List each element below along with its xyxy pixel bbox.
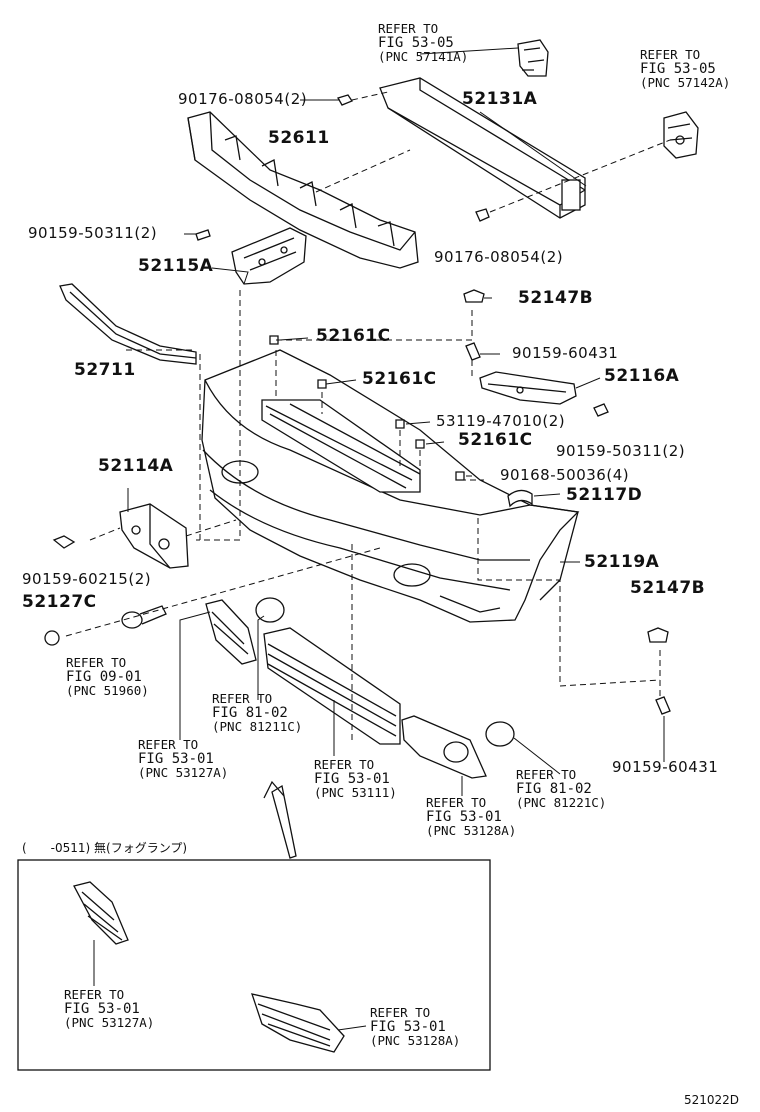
ref-pnc: (PNC 53128A) [370,1033,461,1048]
bumper-cover-drawing [201,349,580,623]
bracket-right-drawing [663,111,699,159]
label-52147b-right: 52147B [630,578,706,598]
screw-drawing [269,335,671,715]
label-52161c-2: 52161C [362,369,437,389]
energy-absorber-drawing [187,111,419,269]
ref-line: REFER TO [138,737,199,752]
inset-cover-left-drawing [73,881,129,945]
license-bracket-drawing [119,503,189,569]
inset-frame [17,859,491,1071]
ref-fig: FIG 53-05 [378,35,454,51]
ref-fig: FIG 53-01 [138,751,214,767]
ref-pnc: (PNC 53127A) [64,1015,155,1030]
label-90168-50036: 90168-50036(4) [500,466,630,484]
bracket-left-drawing [517,39,549,77]
bumper-reinforcement-drawing [379,77,586,219]
label-90159-60431-top: 90159-60431 [512,344,619,362]
inset-applicability-note: ( -0511) 無(フォグランプ) [22,841,188,855]
diagram-code: 521022D [684,1093,740,1107]
dashed-leaders [65,91,671,740]
ref-line: REFER TO [64,987,125,1002]
ref-fig: FIG 53-01 [426,809,502,825]
label-53119-47010: 53119-47010(2) [436,412,566,430]
ref-line: REFER TO [66,655,127,670]
moulding-drawing [59,283,197,365]
ref-pnc: (PNC 53128A) [426,823,517,838]
label-52116a: 52116A [604,366,680,386]
tow-hook-drawing [121,605,167,629]
fog-cover-left-drawing [205,599,257,665]
ref-pnc: (PNC 57141A) [378,49,469,64]
label-90159-60215: 90159-60215(2) [22,570,152,588]
ref-pnc: (PNC 51960) [66,683,149,698]
ref-fig: FIG 53-05 [640,61,716,77]
clip-52147b-drawing [463,289,669,643]
cap-52127c-drawing [44,630,60,646]
side-retainer-right-drawing [479,371,577,405]
ref-pnc: (PNC 53111) [314,785,397,800]
ref-line: REFER TO [378,21,439,36]
label-90159-50311-right: 90159-50311(2) [556,442,686,460]
ref-line: REFER TO [314,757,375,772]
label-52147b-top: 52147B [518,288,594,308]
ref-line: REFER TO [370,1005,431,1020]
arrow-to-inset [263,780,297,859]
ref-line: REFER TO [212,691,273,706]
label-90176-08054-top: 90176-08054(2) [178,90,308,108]
label-90159-60431-bottom: 90159-60431 [612,758,719,776]
ref-pnc: (PNC 81211C) [212,719,303,734]
lower-grille-drawing [263,627,401,745]
label-52114a: 52114A [98,456,174,476]
label-52161c-1: 52161C [316,326,391,346]
ref-pnc: (PNC 57142A) [640,75,731,90]
label-52711: 52711 [74,360,136,380]
clip-drawing [337,94,490,222]
fog-lamp-left-drawing [255,597,285,623]
fog-lamp-right-drawing [485,721,515,747]
label-52611: 52611 [268,128,330,148]
ref-fig: FIG 81-02 [212,705,288,721]
ref-pnc: (PNC 53127A) [138,765,229,780]
label-90159-50311-left: 90159-50311(2) [28,224,158,242]
ref-fig: FIG 53-01 [314,771,390,787]
ref-line: REFER TO [640,47,701,62]
label-52119a: 52119A [584,552,660,572]
label-52115a: 52115A [138,256,214,276]
ref-fig: FIG 81-02 [516,781,592,797]
ref-line: REFER TO [516,767,577,782]
label-90176-08054-bottom: 90176-08054(2) [434,248,564,266]
label-52127c: 52127C [22,592,97,612]
ref-fig: FIG 53-01 [64,1001,140,1017]
inset-cover-right-drawing [251,993,345,1053]
ref-pnc: (PNC 81221C) [516,795,607,810]
ref-fig: FIG 09-01 [66,669,142,685]
label-52117d: 52117D [566,485,643,505]
fog-cover-right-drawing [401,715,487,779]
label-52131a: 52131A [462,89,538,109]
fastener-52117d-drawing [507,489,533,508]
label-52161c-3: 52161C [458,430,533,450]
ref-line: REFER TO [426,795,487,810]
ref-fig: FIG 53-01 [370,1019,446,1035]
side-retainer-left-drawing [231,227,307,285]
